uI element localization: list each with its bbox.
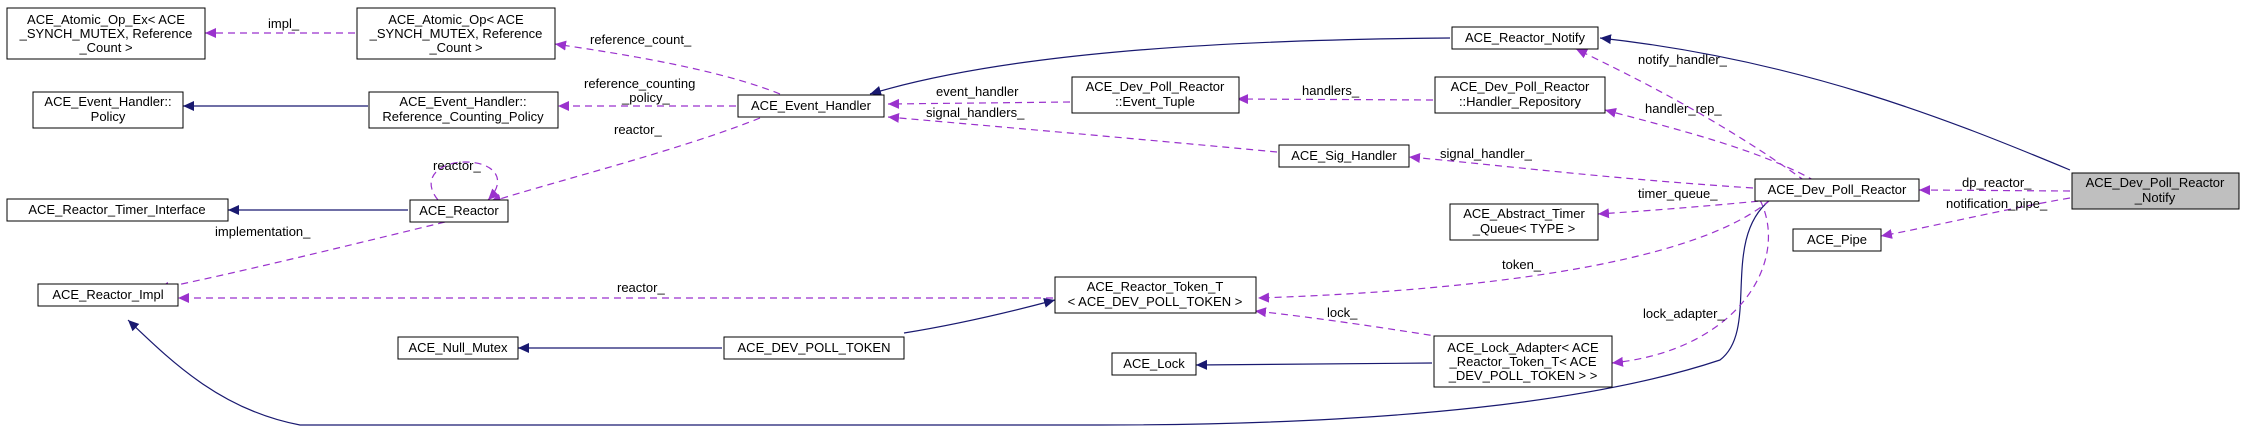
node-reactor-notify-label: ACE_Reactor_Notify	[1465, 30, 1585, 45]
label-lock-adapter: lock_adapter_	[1643, 306, 1725, 321]
edge-lock-adapter-to-lock	[1195, 359, 1433, 370]
node-abstract-timer-queue-line-1: ACE_Abstract_Timer	[1463, 206, 1585, 221]
label-event-handler: event_handler	[936, 84, 1019, 99]
label-reactor-token: reactor_	[617, 280, 665, 295]
edge-timer-queue	[1597, 199, 1771, 219]
node-atomic-op-ex-line-1: ACE_Atomic_Op_Ex< ACE	[27, 12, 185, 27]
edge-dev-poll-reactor-to-reactor-impl	[127, 199, 1771, 426]
node-null-mutex[interactable]: ACE_Null_Mutex	[397, 336, 519, 360]
label-signal-handlers: signal_handlers_	[926, 105, 1025, 120]
node-event-tuple-line-2: ::Event_Tuple	[1115, 94, 1195, 109]
node-handler-repository-line-2: ::Handler_Repository	[1459, 94, 1582, 109]
edge-reactor-to-reactor	[489, 117, 761, 204]
edge-dp-reactor	[1918, 185, 2071, 196]
label-handlers: handlers_	[1302, 83, 1360, 98]
node-event-handler-policy-line-2: Policy	[91, 109, 126, 124]
label-implementation: implementation_	[215, 224, 311, 239]
edge-notification-pipe	[1880, 197, 2071, 239]
node-lock-adapter-line-3: _DEV_POLL_TOKEN > >	[1448, 368, 1598, 383]
node-pipe[interactable]: ACE_Pipe	[1792, 228, 1882, 252]
label-token: token_	[1502, 257, 1542, 272]
node-handler-repository[interactable]: ACE_Dev_Poll_Reactor ::Handler_Repositor…	[1434, 76, 1606, 114]
label-reference-counting-policy-1: reference_counting	[584, 76, 695, 91]
edge-dp-notify-to-reactor-notify	[1599, 34, 2071, 171]
node-reactor[interactable]: ACE_Reactor	[409, 199, 509, 223]
node-dev-poll-token-label: ACE_DEV_POLL_TOKEN	[738, 340, 891, 355]
node-lock-label: ACE_Lock	[1123, 356, 1185, 371]
node-event-tuple[interactable]: ACE_Dev_Poll_Reactor ::Event_Tuple	[1071, 76, 1240, 114]
edge-implementation	[157, 221, 446, 292]
edge-reactor-self	[430, 161, 500, 201]
node-reactor-token-t-line-1: ACE_Reactor_Token_T	[1087, 279, 1224, 294]
edge-handlers	[1236, 94, 1434, 105]
node-null-mutex-label: ACE_Null_Mutex	[409, 340, 508, 355]
node-atomic-op[interactable]: ACE_Atomic_Op< ACE _SYNCH_MUTEX, Referen…	[356, 7, 556, 60]
node-reactor-label: ACE_Reactor	[419, 203, 499, 218]
edge-labels: impl_ reference_count_ reference_countin…	[215, 16, 2048, 321]
node-dev-poll-reactor[interactable]: ACE_Dev_Poll_Reactor	[1754, 178, 1920, 202]
node-event-handler[interactable]: ACE_Event_Handler	[737, 94, 885, 118]
node-pipe-label: ACE_Pipe	[1807, 232, 1867, 247]
label-lock: lock_	[1327, 305, 1358, 320]
node-event-handler-policy-line-1: ACE_Event_Handler::	[44, 94, 171, 109]
node-lock-adapter-line-1: ACE_Lock_Adapter< ACE	[1447, 340, 1599, 355]
node-reactor-token-t-line-2: < ACE_DEV_POLL_TOKEN >	[1068, 294, 1243, 309]
edge-dev-poll-token-to-token-t	[903, 298, 1056, 334]
node-atomic-op-line-1: ACE_Atomic_Op< ACE	[388, 12, 524, 27]
node-reactor-impl-label: ACE_Reactor_Impl	[52, 287, 163, 302]
node-lock-adapter[interactable]: ACE_Lock_Adapter< ACE _Reactor_Token_T< …	[1433, 335, 1613, 388]
node-event-tuple-line-1: ACE_Dev_Poll_Reactor	[1086, 79, 1225, 94]
node-lock[interactable]: ACE_Lock	[1111, 352, 1197, 376]
node-atomic-op-line-3: _Count >	[428, 40, 482, 55]
node-dev-poll-reactor-label: ACE_Dev_Poll_Reactor	[1768, 182, 1907, 197]
label-timer-queue: timer_queue_	[1638, 186, 1718, 201]
node-atomic-op-ex-line-2: _SYNCH_MUTEX, Reference	[19, 26, 193, 41]
label-reference-count: reference_count_	[590, 32, 692, 47]
node-abstract-timer-queue[interactable]: ACE_Abstract_Timer _Queue< TYPE >	[1449, 203, 1599, 241]
label-reactor-self: reactor_	[433, 158, 481, 173]
node-event-handler-label: ACE_Event_Handler	[751, 98, 872, 113]
node-reactor-timer-interface-label: ACE_Reactor_Timer_Interface	[28, 202, 205, 217]
edge-signal-handlers	[887, 112, 1278, 153]
edge-token	[1257, 199, 1771, 303]
node-reference-counting-policy[interactable]: ACE_Event_Handler:: Reference_Counting_P…	[368, 91, 559, 129]
node-event-handler-policy[interactable]: ACE_Event_Handler:: Policy	[32, 91, 184, 129]
node-handler-repository-line-1: ACE_Dev_Poll_Reactor	[1451, 79, 1590, 94]
node-atomic-op-line-2: _SYNCH_MUTEX, Reference	[369, 26, 543, 41]
label-reference-counting-policy-2: _policy_	[621, 90, 670, 105]
node-dev-poll-token[interactable]: ACE_DEV_POLL_TOKEN	[723, 336, 905, 360]
edge-event-handler-to-event-tuple	[887, 98, 1071, 109]
node-reference-counting-policy-line-1: ACE_Event_Handler::	[399, 94, 526, 109]
nodes: ACE_Atomic_Op_Ex< ACE _SYNCH_MUTEX, Refe…	[6, 7, 2240, 388]
node-dev-poll-reactor-notify-line-2: _Notify	[2134, 190, 2176, 205]
node-atomic-op-ex[interactable]: ACE_Atomic_Op_Ex< ACE _SYNCH_MUTEX, Refe…	[6, 7, 206, 60]
edge-handler-rep	[1604, 108, 1816, 182]
label-impl: impl_	[268, 16, 300, 31]
edge-lock-adapter	[1611, 199, 1769, 367]
label-notification-pipe: notification_pipe_	[1946, 196, 2048, 211]
edge-reactor-notify-to-event-handler	[869, 37, 1451, 96]
label-dp-reactor: dp_reactor_	[1962, 175, 2032, 190]
node-dev-poll-reactor-notify[interactable]: ACE_Dev_Poll_Reactor _Notify	[2071, 172, 2240, 210]
node-lock-adapter-line-2: _Reactor_Token_T< ACE	[1448, 354, 1596, 369]
node-atomic-op-ex-line-3: _Count >	[78, 40, 132, 55]
label-signal-handler: signal_handler_	[1440, 146, 1533, 161]
edge-signal-handler	[1408, 152, 1754, 189]
node-dev-poll-reactor-notify-line-1: ACE_Dev_Poll_Reactor	[2086, 175, 2225, 190]
node-reactor-timer-interface[interactable]: ACE_Reactor_Timer_Interface	[6, 198, 229, 222]
edge-reference-count	[554, 40, 781, 95]
node-sig-handler[interactable]: ACE_Sig_Handler	[1278, 144, 1410, 168]
label-reactor-to-reactor: reactor_	[614, 122, 662, 137]
label-handler-rep: handler_rep_	[1645, 101, 1722, 116]
edges	[127, 28, 2071, 426]
node-reactor-impl[interactable]: ACE_Reactor_Impl	[37, 283, 179, 307]
label-notify-handler: notify_handler_	[1638, 52, 1728, 67]
node-abstract-timer-queue-line-2: _Queue< TYPE >	[1472, 221, 1575, 236]
node-reference-counting-policy-line-2: Reference_Counting_Policy	[382, 109, 544, 124]
node-reactor-token-t[interactable]: ACE_Reactor_Token_T < ACE_DEV_POLL_TOKEN…	[1054, 276, 1257, 314]
node-reactor-notify[interactable]: ACE_Reactor_Notify	[1451, 26, 1599, 50]
node-sig-handler-label: ACE_Sig_Handler	[1291, 148, 1397, 163]
edge-notify-handler	[1575, 48, 1806, 182]
